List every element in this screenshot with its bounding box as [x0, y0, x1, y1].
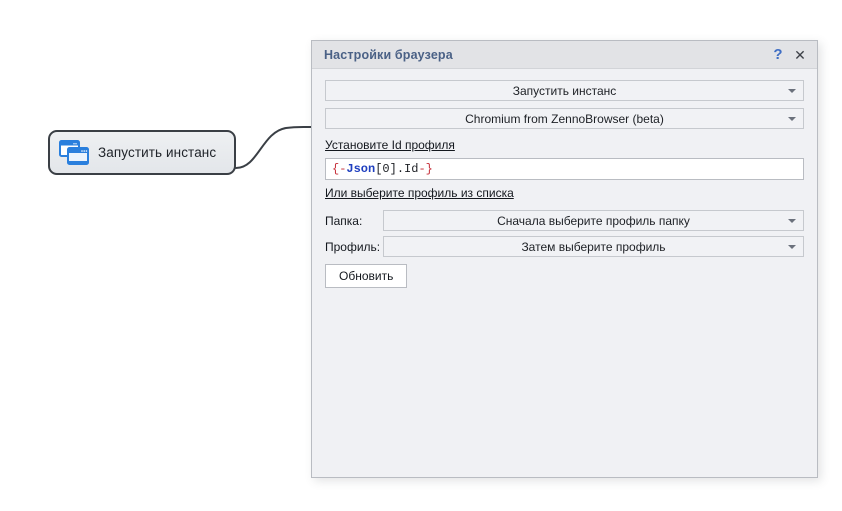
folder-label: Папка: — [325, 213, 363, 228]
macro-close-brace: -} — [418, 162, 433, 176]
chevron-down-icon — [788, 218, 796, 223]
browser-combobox[interactable]: Chromium from ZennoBrowser (beta) — [325, 108, 804, 129]
macro-name: Json — [346, 162, 376, 176]
chevron-down-icon — [788, 116, 796, 121]
macro-bracket-open: [ — [375, 162, 383, 176]
profile-id-link[interactable]: Установите Id профиля — [325, 138, 455, 152]
macro-bracket-close: ] — [389, 162, 397, 176]
flow-node-label: Запустить инстанс — [98, 145, 217, 160]
chevron-down-icon — [788, 88, 796, 93]
profile-label: Профиль: — [325, 239, 381, 254]
folder-combobox[interactable]: Сначала выберите профиль папку — [383, 210, 804, 231]
dialog-body: Запустить инстанс Chromium from ZennoBro… — [312, 69, 817, 477]
profile-combobox-value: Затем выберите профиль — [521, 239, 666, 254]
refresh-button[interactable]: Обновить — [325, 264, 408, 288]
macro-property: .Id — [396, 162, 419, 176]
flow-node-launch-instance[interactable]: Запустить инстанс — [48, 130, 236, 175]
dialog-title: Настройки браузера — [324, 47, 453, 62]
profile-list-link[interactable]: Или выберите профиль из списка — [325, 186, 514, 200]
macro-open-brace: {- — [332, 162, 347, 176]
help-icon[interactable]: ? — [773, 46, 783, 63]
browser-settings-dialog: Настройки браузера ? ✕ Запустить инстанс… — [311, 40, 818, 478]
profile-combobox[interactable]: Затем выберите профиль — [383, 236, 804, 257]
chevron-down-icon — [788, 244, 796, 249]
folder-row: Папка: Сначала выберите профиль папку — [325, 210, 804, 231]
profile-id-input[interactable]: {-Json[0].Id-} — [325, 158, 804, 180]
browser-combobox-value: Chromium from ZennoBrowser (beta) — [465, 111, 664, 126]
macro-index: 0 — [382, 162, 390, 176]
close-icon[interactable]: ✕ — [794, 46, 806, 63]
action-combobox[interactable]: Запустить инстанс — [325, 80, 804, 101]
two-browser-windows-icon — [59, 139, 89, 167]
dialog-titlebar: Настройки браузера ? ✕ — [312, 41, 817, 69]
folder-combobox-value: Сначала выберите профиль папку — [497, 213, 690, 228]
action-combobox-value: Запустить инстанс — [512, 83, 617, 98]
profile-row: Профиль: Затем выберите профиль — [325, 236, 804, 257]
